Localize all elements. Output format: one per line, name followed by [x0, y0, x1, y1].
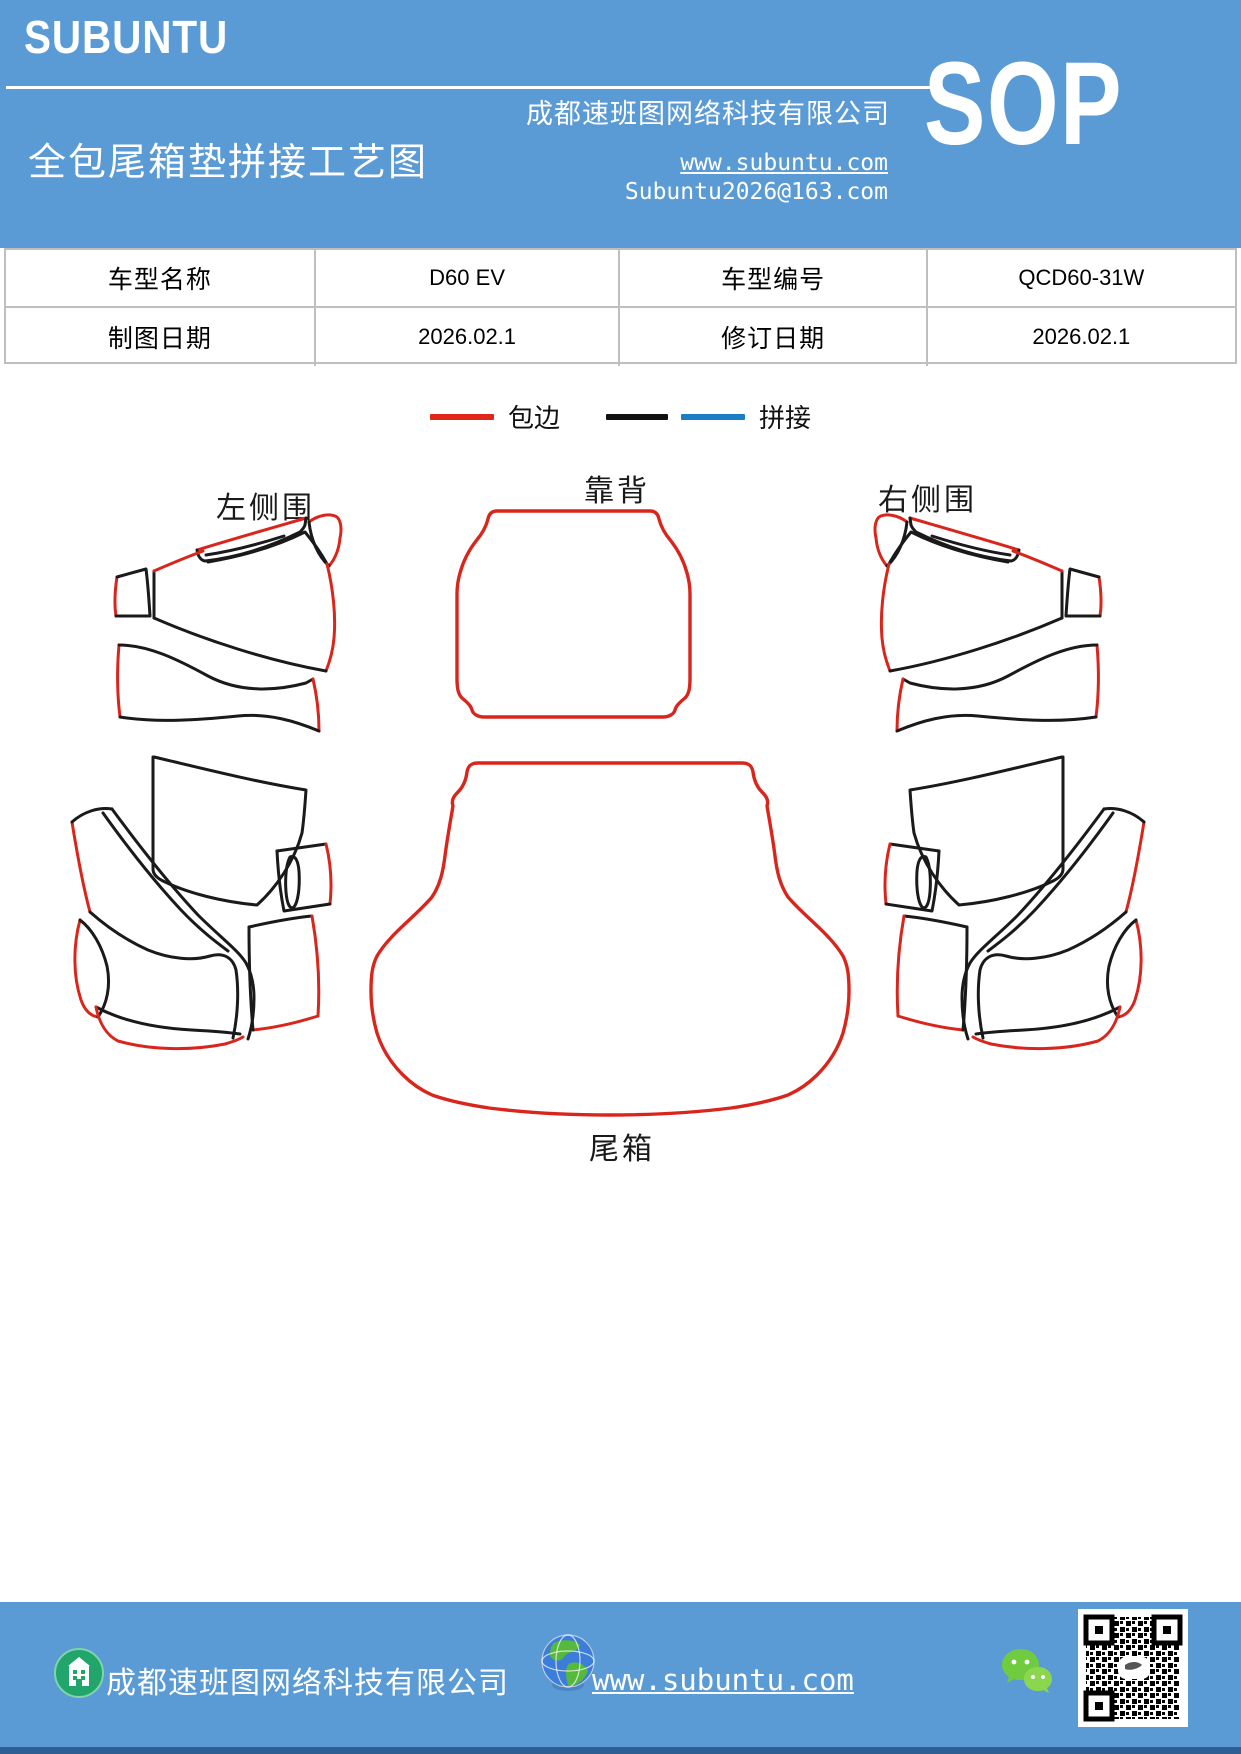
page-title: 全包尾箱垫拼接工艺图 — [28, 142, 429, 184]
footer-bottom-edge — [0, 1747, 1241, 1754]
vehicle-info-table: 车型名称 D60 EV 车型编号 QCD60-31W 制图日期 2026.02.… — [4, 248, 1237, 366]
legend-splice-label: 拼接 — [759, 404, 812, 433]
right-side-pieces — [873, 513, 1146, 1051]
table-value-model-name: D60 EV — [315, 250, 621, 308]
legend: 包边 拼接 — [0, 398, 1241, 435]
table-label-model-code: 车型编号 — [620, 250, 928, 308]
trunk-outline — [369, 761, 851, 1117]
table-label-model-name: 车型名称 — [6, 250, 316, 308]
label-left-side: 左侧围 — [216, 492, 315, 525]
legend-splice-black-swatch-icon — [606, 413, 668, 420]
table-value-model-code: QCD60-31W — [927, 250, 1235, 308]
header-email: Subuntu2026@163.com — [624, 179, 888, 205]
left-side-pieces — [70, 513, 343, 1051]
backrest-outline — [455, 509, 692, 719]
wechat-icon — [1002, 1649, 1052, 1693]
table-label-revise-date: 修订日期 — [620, 308, 928, 366]
table-label-draw-date: 制图日期 — [6, 308, 316, 366]
qr-code — [1078, 1609, 1188, 1727]
sop-mark: SOP — [924, 38, 1124, 170]
globe-icon — [541, 1634, 595, 1691]
header-website-link[interactable]: www.subuntu.com — [680, 150, 888, 176]
footer-website-link[interactable]: www.subuntu.com — [592, 1663, 854, 1697]
table-value-draw-date: 2026.02.1 — [316, 308, 621, 366]
label-right-side: 右侧围 — [878, 484, 977, 517]
brand-logo: SUBUNTU — [24, 11, 229, 63]
legend-binding-label: 包边 — [507, 404, 560, 433]
label-backrest: 靠背 — [584, 475, 650, 508]
label-trunk: 尾箱 — [589, 1133, 655, 1166]
legend-splice-blue-swatch-icon — [681, 413, 745, 420]
building-icon — [54, 1648, 104, 1698]
table-value-revise-date: 2026.02.1 — [1032, 324, 1131, 349]
header-company-name: 成都速班图网络科技有限公司 — [526, 99, 890, 129]
header-divider — [6, 86, 935, 89]
footer-company-name: 成都速班图网络科技有限公司 — [106, 1667, 509, 1700]
legend-binding-swatch-icon — [429, 413, 494, 420]
header-band — [0, 0, 1241, 248]
